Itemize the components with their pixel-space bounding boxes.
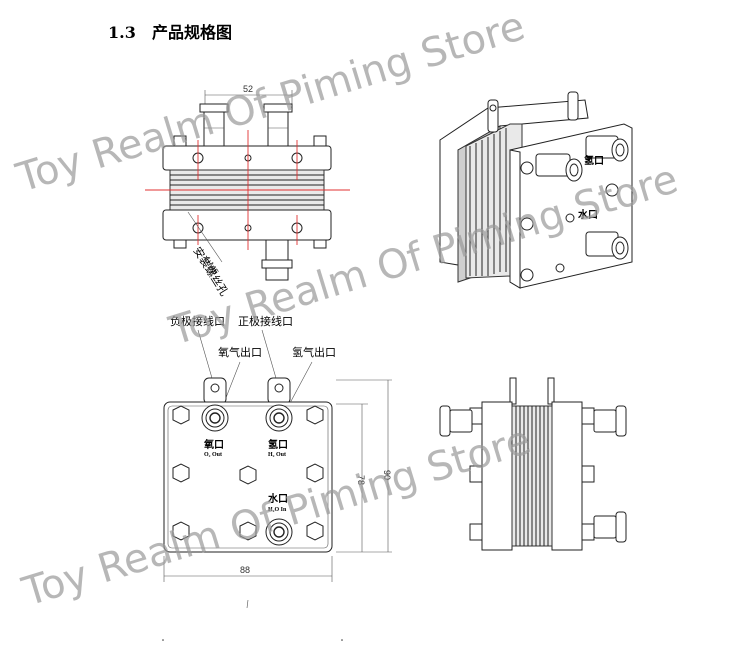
port-hydrogen-sub: H₂ Out (268, 452, 286, 458)
iso-fitting-water (585, 231, 629, 260)
top-dim-width: 52 (243, 84, 253, 94)
side-view-drawing (439, 377, 627, 551)
iso-label-water: 水口 (577, 208, 598, 221)
callout-oxygen-outlet: 氧气出口 (218, 345, 262, 359)
isometric-view-drawing: 氢口 水口 (439, 91, 633, 289)
top-view-drawing: 52 (145, 84, 350, 298)
front-bolts (172, 405, 324, 541)
callout-positive-terminal: 正极接线口 (238, 314, 293, 328)
port-water-label: 水口 (267, 492, 288, 505)
iso-fitting-oxygen (535, 153, 583, 182)
port-hydrogen: 氢口 H₂ Out (265, 404, 293, 458)
callout-hydrogen-outlet: 氢气出口 (292, 345, 336, 359)
callout-negative-terminal: 负极接线口 (170, 314, 225, 328)
port-oxygen: 氧口 O₂ Out (201, 404, 229, 458)
section-heading: 1.3 产品规格图 (108, 23, 232, 42)
section-number: 1.3 (108, 23, 136, 42)
front-dim-width: 88 (240, 565, 250, 575)
section-title: 产品规格图 (152, 23, 232, 42)
port-oxygen-label: 氧口 (203, 438, 224, 451)
iso-fitting-hydrogen (585, 135, 629, 162)
front-dim-height-outer: 90 (382, 470, 392, 480)
port-hydrogen-label: 氢口 (268, 438, 288, 451)
port-water: 水口 H₂O In (265, 492, 293, 546)
port-oxygen-sub: O₂ Out (204, 452, 222, 458)
iso-label-hydrogen: 氢口 (584, 154, 604, 167)
side-view-stack (511, 405, 553, 547)
hole-caption: 安装螺丝孔 (190, 244, 231, 298)
front-view-drawing: 负极接线口 正极接线口 氧气出口 氢气出口 (162, 314, 392, 641)
port-water-sub: H₂O In (268, 507, 287, 513)
front-dim-height-inner: 78 (356, 475, 366, 485)
